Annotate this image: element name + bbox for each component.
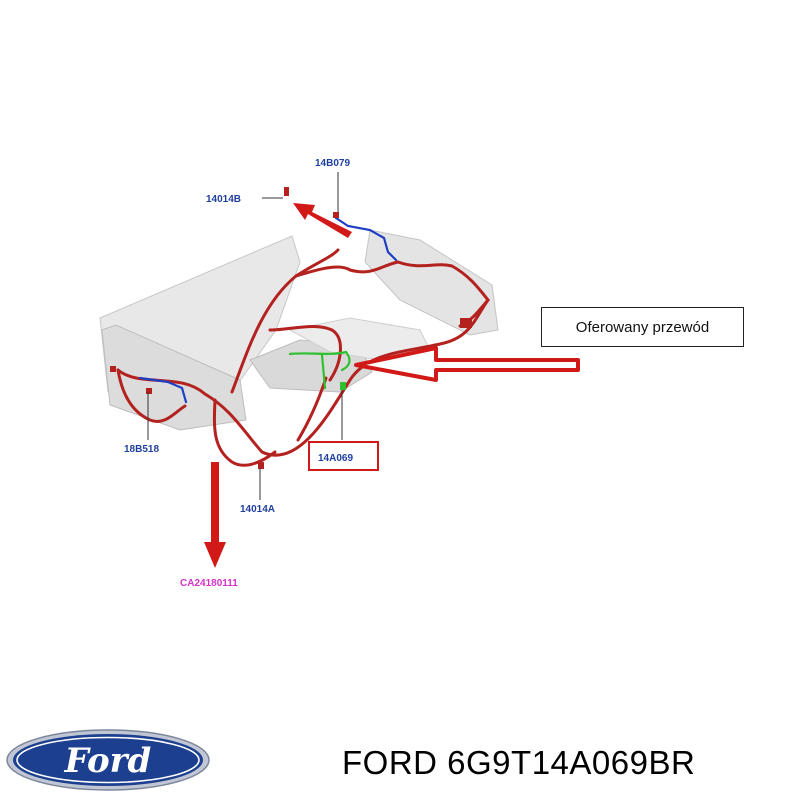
blue-wire-rear — [138, 376, 188, 404]
harness-main-loop — [116, 298, 490, 457]
connectors — [110, 187, 472, 469]
blue-wires — [138, 216, 398, 404]
vehicle-body — [99, 229, 499, 431]
part-labels: 14B079 14014B 18B518 14A069 14014A CA241… — [124, 158, 353, 589]
label-14014B: 14014B — [206, 194, 241, 205]
connector-front-right — [460, 318, 472, 328]
body-rear-bumper — [101, 324, 247, 431]
harness-lower-branch — [212, 398, 277, 467]
ford-logo: Ford — [6, 729, 210, 791]
connector-14014A — [258, 462, 264, 469]
arrow-callout — [354, 346, 580, 382]
logo-oval — [13, 734, 203, 786]
part-number-title: FORD 6G9T14A069BR — [342, 744, 696, 781]
logo-inner-line — [16, 736, 200, 784]
connector-left — [110, 366, 116, 372]
label-18B518: 18B518 — [124, 444, 159, 455]
label-CA24180111: CA24180111 — [180, 578, 238, 589]
arrow-to-14014B — [293, 203, 352, 238]
red-arrows — [204, 203, 580, 568]
harness-rear-branch — [230, 248, 340, 394]
blue-wire-front — [334, 216, 398, 262]
part-highlight-box — [308, 441, 379, 471]
green-wire-main — [288, 350, 351, 372]
logo-wordmark: Ford — [64, 741, 152, 781]
harness-front-branch — [396, 260, 490, 328]
leader-lines — [147, 172, 343, 500]
harness-left-branch — [116, 368, 187, 423]
body-front-panel — [364, 229, 499, 336]
offered-wire — [288, 350, 351, 390]
harness-mid-branch — [268, 324, 342, 382]
connector-14014B — [284, 187, 289, 196]
arrow-down-CA24180111 — [204, 462, 226, 568]
green-wire-branch — [320, 353, 327, 390]
connector-18B518 — [146, 388, 152, 394]
connector-14A069 — [340, 382, 346, 390]
connector-14B079 — [333, 212, 339, 218]
label-14B079: 14B079 — [315, 158, 350, 169]
wiring-harness — [116, 248, 490, 467]
harness-upper-branch — [294, 260, 400, 278]
callout-box: Oferowany przewód — [541, 307, 744, 347]
callout-text: Oferowany przewód — [575, 318, 710, 336]
label-14A069: 14A069 — [318, 453, 353, 464]
label-14014A: 14014A — [240, 504, 275, 515]
